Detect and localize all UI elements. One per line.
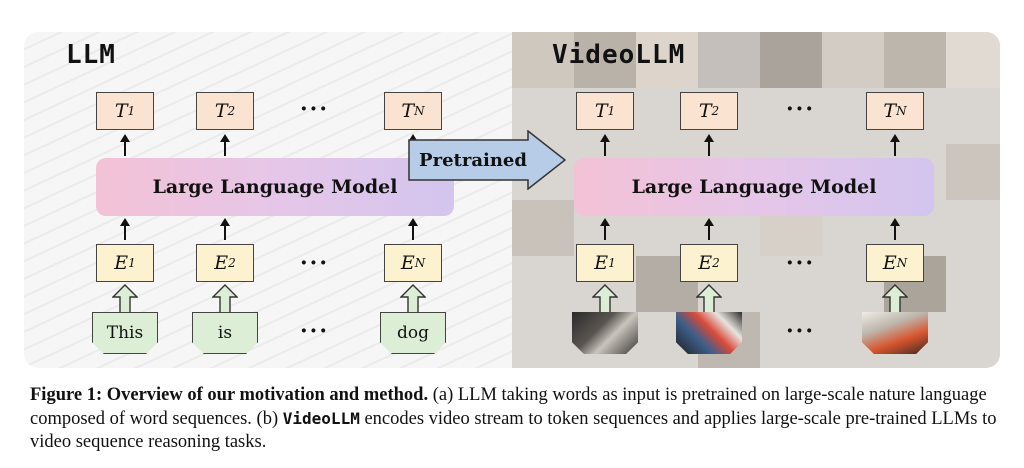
pretrained-arrow-icon (408, 130, 566, 190)
up-arrow-icon (220, 134, 230, 156)
figure-caption: Figure 1: Overview of our motivation and… (30, 384, 1000, 454)
up-arrow-icon (220, 218, 230, 240)
up-arrow-icon (600, 134, 610, 156)
video-frame-thumbnail (676, 312, 742, 354)
input-arrow-icon (400, 284, 426, 314)
caption-label: Figure 1: Overview of our motivation and… (30, 385, 429, 405)
input-arrow-icon (696, 284, 722, 314)
video-frame-thumbnail (572, 312, 638, 354)
large-language-model-block: Large Language Model (574, 158, 934, 216)
video-tile (822, 32, 884, 88)
word-token: This (92, 312, 158, 354)
large-language-model-block: Large Language Model (96, 158, 454, 216)
up-arrow-icon (120, 218, 130, 240)
llm-panel-title: LLM (66, 40, 116, 70)
up-arrow-icon (704, 218, 714, 240)
embedding-ellipsis: ··· (300, 250, 329, 276)
videollm-panel-title: VideoLLM (552, 40, 686, 70)
embedding-ellipsis: ··· (786, 250, 815, 276)
caption-method-name: VideoLLM (282, 409, 360, 428)
up-arrow-icon (704, 134, 714, 156)
video-frame-thumbnail (862, 312, 928, 354)
video-tile (636, 32, 698, 88)
video-tile (698, 32, 760, 88)
video-tile (574, 32, 636, 88)
input-arrow-icon (882, 284, 908, 314)
up-arrow-icon (890, 134, 900, 156)
video-tile (512, 32, 574, 88)
up-arrow-icon (890, 218, 900, 240)
video-tile (760, 32, 822, 88)
up-arrow-icon (600, 218, 610, 240)
word-token: is (192, 312, 258, 354)
input-arrow-icon (592, 284, 618, 314)
video-tile (946, 144, 1000, 200)
word-token: dog (380, 312, 446, 354)
input-arrow-icon (212, 284, 238, 314)
video-tile (946, 32, 1000, 88)
video-tile (884, 32, 946, 88)
caption-text: encodes video stream to token sequences … (30, 409, 997, 452)
up-arrow-icon (408, 218, 418, 240)
output-ellipsis: ··· (786, 96, 815, 122)
pretrained-label: Pretrained (419, 149, 527, 171)
frame-ellipsis: ··· (786, 318, 815, 344)
token-ellipsis: ··· (300, 318, 329, 344)
up-arrow-icon (120, 134, 130, 156)
caption-text: (a) LLM taking words as input is pretrai… (30, 385, 987, 429)
video-tile (512, 200, 574, 256)
output-ellipsis: ··· (300, 96, 329, 122)
input-arrow-icon (112, 284, 138, 314)
